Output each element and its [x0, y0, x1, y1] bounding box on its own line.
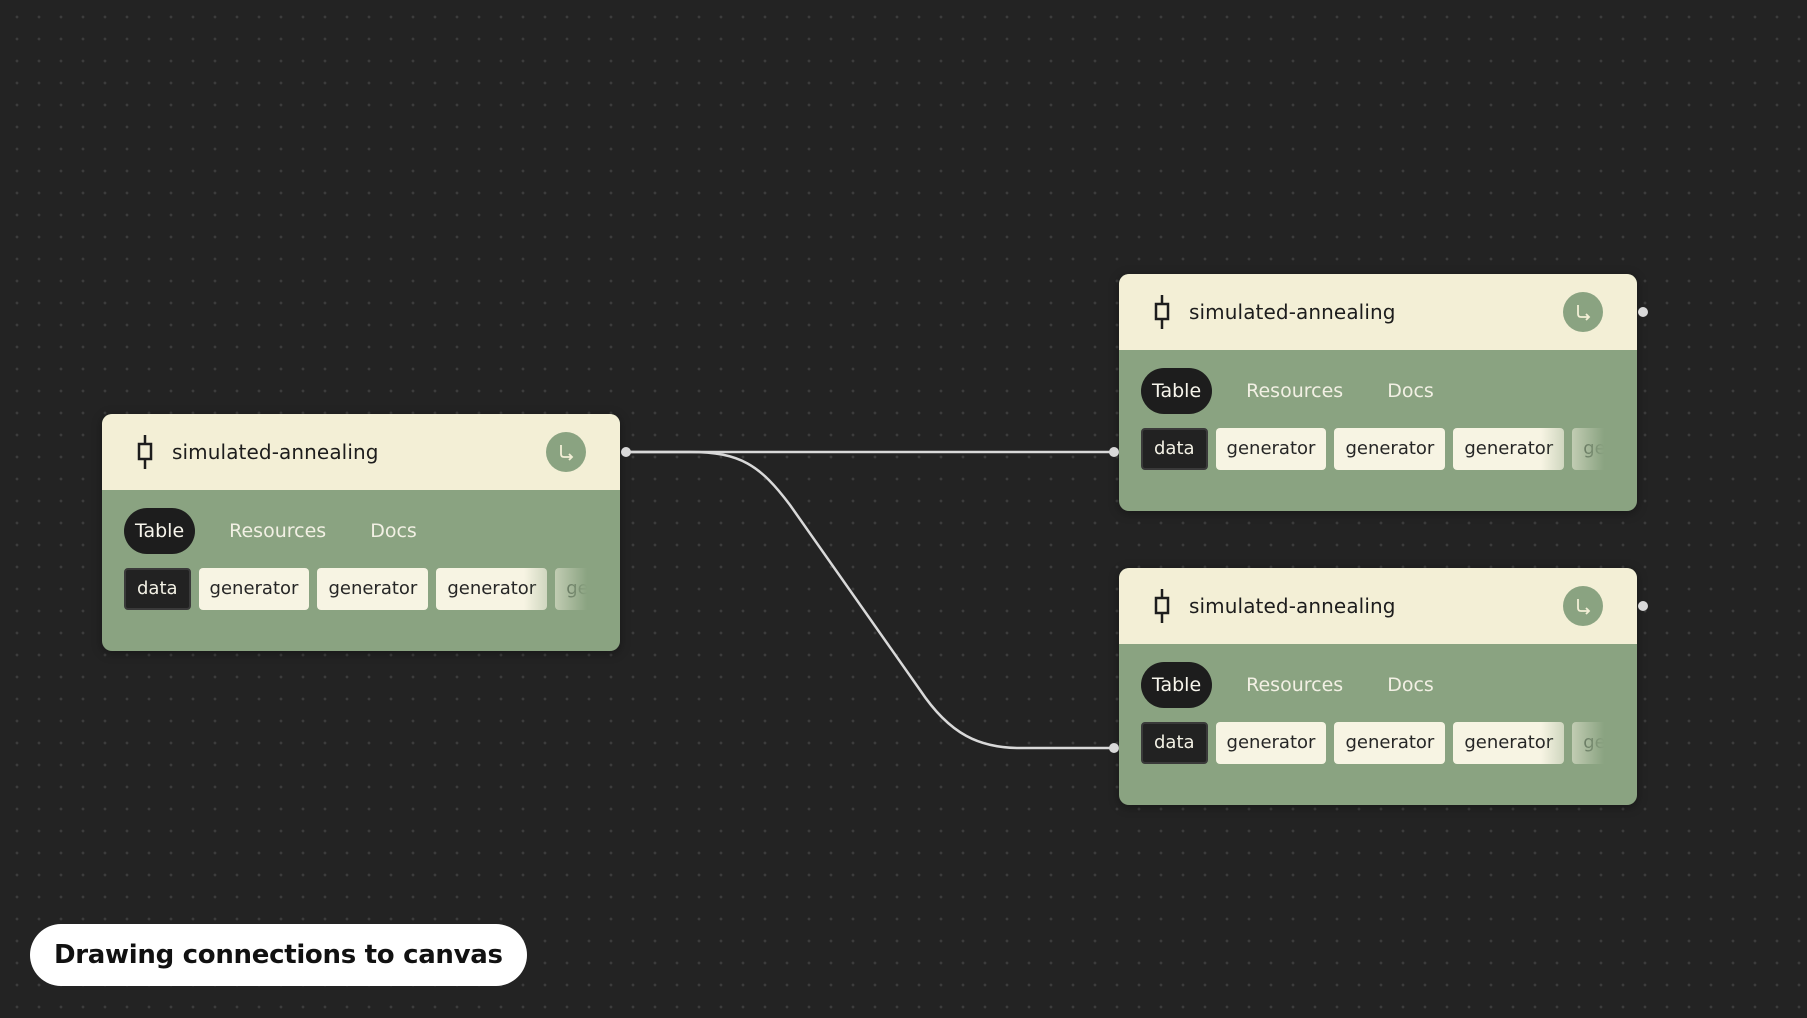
column-chip-data[interactable]: data [124, 568, 191, 610]
column-list[interactable]: datageneratorgeneratorgeneratorgenerator [1141, 428, 1611, 472]
column-chip[interactable]: generator [1453, 722, 1565, 764]
node-title: simulated-annealing [1189, 594, 1396, 618]
node-header[interactable]: simulated-annealing [1119, 274, 1648, 350]
tab-docs[interactable]: Docs [1387, 674, 1434, 696]
tab-resources[interactable]: Resources [229, 520, 327, 542]
output-port[interactable] [621, 447, 631, 457]
tab-docs[interactable]: Docs [1387, 380, 1434, 402]
return-arrow-icon [1577, 599, 1591, 615]
column-chip[interactable]: generator [198, 568, 310, 610]
node-header[interactable]: simulated-annealing [102, 414, 631, 490]
node-title: simulated-annealing [172, 440, 379, 464]
output-port[interactable] [1638, 601, 1648, 611]
node-title: simulated-annealing [1189, 300, 1396, 324]
return-arrow-icon [560, 445, 574, 461]
node-card-1[interactable]: simulated-annealing Table Resources Docs… [102, 414, 631, 651]
node-tabs: Table Resources Docs [1119, 644, 1637, 708]
tab-table[interactable]: Table [124, 508, 196, 554]
input-port[interactable] [1109, 447, 1119, 457]
node-tabs: Table Resources Docs [1119, 350, 1637, 414]
commit-node-icon [1153, 589, 1171, 623]
tab-table[interactable]: Table [1141, 368, 1213, 414]
column-chip[interactable]: generator [1215, 428, 1327, 470]
caption-label: Drawing connections to canvas [30, 924, 527, 986]
output-port[interactable] [1638, 307, 1648, 317]
column-chip[interactable]: generator [1334, 428, 1446, 470]
input-port[interactable] [1109, 743, 1119, 753]
column-chip-data[interactable]: data [1141, 428, 1208, 470]
tab-resources[interactable]: Resources [1246, 380, 1344, 402]
node-card-2[interactable]: simulated-annealing Table Resources Docs… [1109, 274, 1648, 511]
node-header[interactable]: simulated-annealing [1119, 568, 1648, 644]
run-node-button[interactable] [1563, 586, 1603, 626]
node-tabs: Table Resources Docs [102, 490, 620, 554]
commit-node-icon [1153, 295, 1171, 329]
column-chip[interactable]: generator [1334, 722, 1446, 764]
tab-docs[interactable]: Docs [370, 520, 417, 542]
tab-resources[interactable]: Resources [1246, 674, 1344, 696]
commit-node-icon [136, 435, 154, 469]
column-chip[interactable]: generator [317, 568, 429, 610]
column-chip[interactable]: generator [1572, 428, 1611, 470]
column-chip[interactable]: generator [1215, 722, 1327, 764]
column-chip[interactable]: generator [1572, 722, 1611, 764]
run-node-button[interactable] [1563, 292, 1603, 332]
return-arrow-icon [1577, 305, 1591, 321]
column-chip[interactable]: generator [436, 568, 548, 610]
connection-edge-2[interactable] [624, 450, 1113, 750]
column-list[interactable]: datageneratorgeneratorgeneratorgenerator [1141, 722, 1611, 766]
node-card-3[interactable]: simulated-annealing Table Resources Docs… [1109, 568, 1648, 805]
column-chip-data[interactable]: data [1141, 722, 1208, 764]
column-chip[interactable]: generator [1453, 428, 1565, 470]
run-node-button[interactable] [546, 432, 586, 472]
tab-table[interactable]: Table [1141, 662, 1213, 708]
column-list[interactable]: datageneratorgeneratorgeneratorgenerator [124, 568, 594, 612]
column-chip[interactable]: generator [555, 568, 594, 610]
